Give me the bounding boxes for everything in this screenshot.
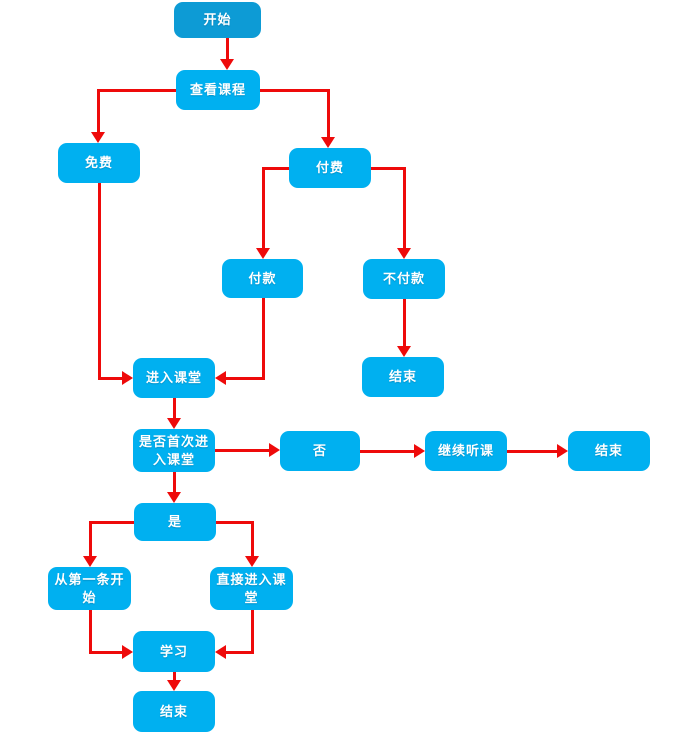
edge-segment-no-pay-to-end-top bbox=[403, 298, 406, 349]
edge-segment-enter-class-to-first-time bbox=[173, 397, 176, 421]
flow-node-from-first: 从第一条开始 bbox=[48, 567, 131, 610]
edge-segment-from-first-to-study bbox=[89, 609, 92, 654]
edge-segment-continue-to-end-right bbox=[506, 450, 560, 453]
edge-segment-direct-enter-to-study bbox=[224, 651, 254, 654]
arrowhead-icon bbox=[321, 137, 335, 148]
flow-node-no-pay: 不付款 bbox=[363, 259, 445, 299]
flow-node-continue: 继续听课 bbox=[425, 431, 507, 471]
arrowhead-icon bbox=[215, 371, 226, 385]
edge-segment-paid-to-pay bbox=[262, 167, 265, 251]
edge-segment-pay-to-enter-class bbox=[262, 297, 265, 380]
arrowhead-icon bbox=[167, 418, 181, 429]
edge-segment-paid-to-no-pay bbox=[403, 167, 406, 251]
edge-segment-view-course-to-free bbox=[97, 89, 100, 135]
arrowhead-icon bbox=[245, 556, 259, 567]
edge-segment-view-course-to-paid bbox=[327, 89, 330, 140]
edge-segment-view-course-to-paid bbox=[259, 89, 330, 92]
edge-segment-view-course-to-free bbox=[97, 89, 178, 92]
arrowhead-icon bbox=[122, 645, 133, 659]
edge-segment-from-first-to-study bbox=[89, 651, 125, 654]
arrowhead-icon bbox=[167, 680, 181, 691]
edge-segment-start-to-view-course bbox=[226, 37, 229, 62]
arrowhead-icon bbox=[215, 645, 226, 659]
edge-segment-paid-to-no-pay bbox=[370, 167, 406, 170]
flow-node-end-top: 结束 bbox=[362, 357, 444, 397]
flow-node-study: 学习 bbox=[133, 631, 215, 672]
flow-node-paid: 付费 bbox=[289, 148, 371, 188]
edge-segment-free-to-enter-class bbox=[98, 182, 101, 380]
flow-node-direct-enter: 直接进入课堂 bbox=[210, 567, 293, 610]
edge-segment-yes-to-from-first bbox=[89, 521, 136, 524]
arrowhead-icon bbox=[220, 59, 234, 70]
arrowhead-icon bbox=[397, 346, 411, 357]
flow-node-end-bottom: 结束 bbox=[133, 691, 215, 732]
flow-node-no: 否 bbox=[280, 431, 360, 471]
arrowhead-icon bbox=[122, 371, 133, 385]
flow-node-end-right: 结束 bbox=[568, 431, 650, 471]
arrowhead-icon bbox=[397, 248, 411, 259]
edge-segment-direct-enter-to-study bbox=[251, 609, 254, 654]
edge-segment-free-to-enter-class bbox=[98, 377, 125, 380]
flow-node-yes: 是 bbox=[134, 503, 216, 541]
arrowhead-icon bbox=[91, 132, 105, 143]
arrowhead-icon bbox=[414, 444, 425, 458]
arrowhead-icon bbox=[256, 248, 270, 259]
edge-segment-first-time-to-no bbox=[214, 449, 272, 452]
flow-node-enter-class: 进入课堂 bbox=[133, 358, 215, 398]
edge-segment-yes-to-direct-enter bbox=[251, 521, 254, 559]
edge-segment-yes-to-from-first bbox=[89, 521, 92, 559]
flow-node-free: 免费 bbox=[58, 143, 140, 183]
arrowhead-icon bbox=[269, 443, 280, 457]
arrowhead-icon bbox=[83, 556, 97, 567]
arrowhead-icon bbox=[167, 492, 181, 503]
flow-node-start: 开始 bbox=[174, 2, 261, 38]
edge-segment-first-time-to-yes bbox=[173, 471, 176, 495]
edge-segment-study-to-end-bottom bbox=[173, 671, 176, 683]
edge-segment-yes-to-direct-enter bbox=[215, 521, 254, 524]
edge-segment-paid-to-pay bbox=[262, 167, 291, 170]
edge-segment-no-to-continue bbox=[359, 450, 417, 453]
arrowhead-icon bbox=[557, 444, 568, 458]
edge-segment-pay-to-enter-class bbox=[224, 377, 265, 380]
flow-node-pay: 付款 bbox=[222, 259, 303, 298]
flow-node-first-time: 是否首次进入课堂 bbox=[133, 429, 215, 472]
flow-node-view-course: 查看课程 bbox=[176, 70, 260, 110]
